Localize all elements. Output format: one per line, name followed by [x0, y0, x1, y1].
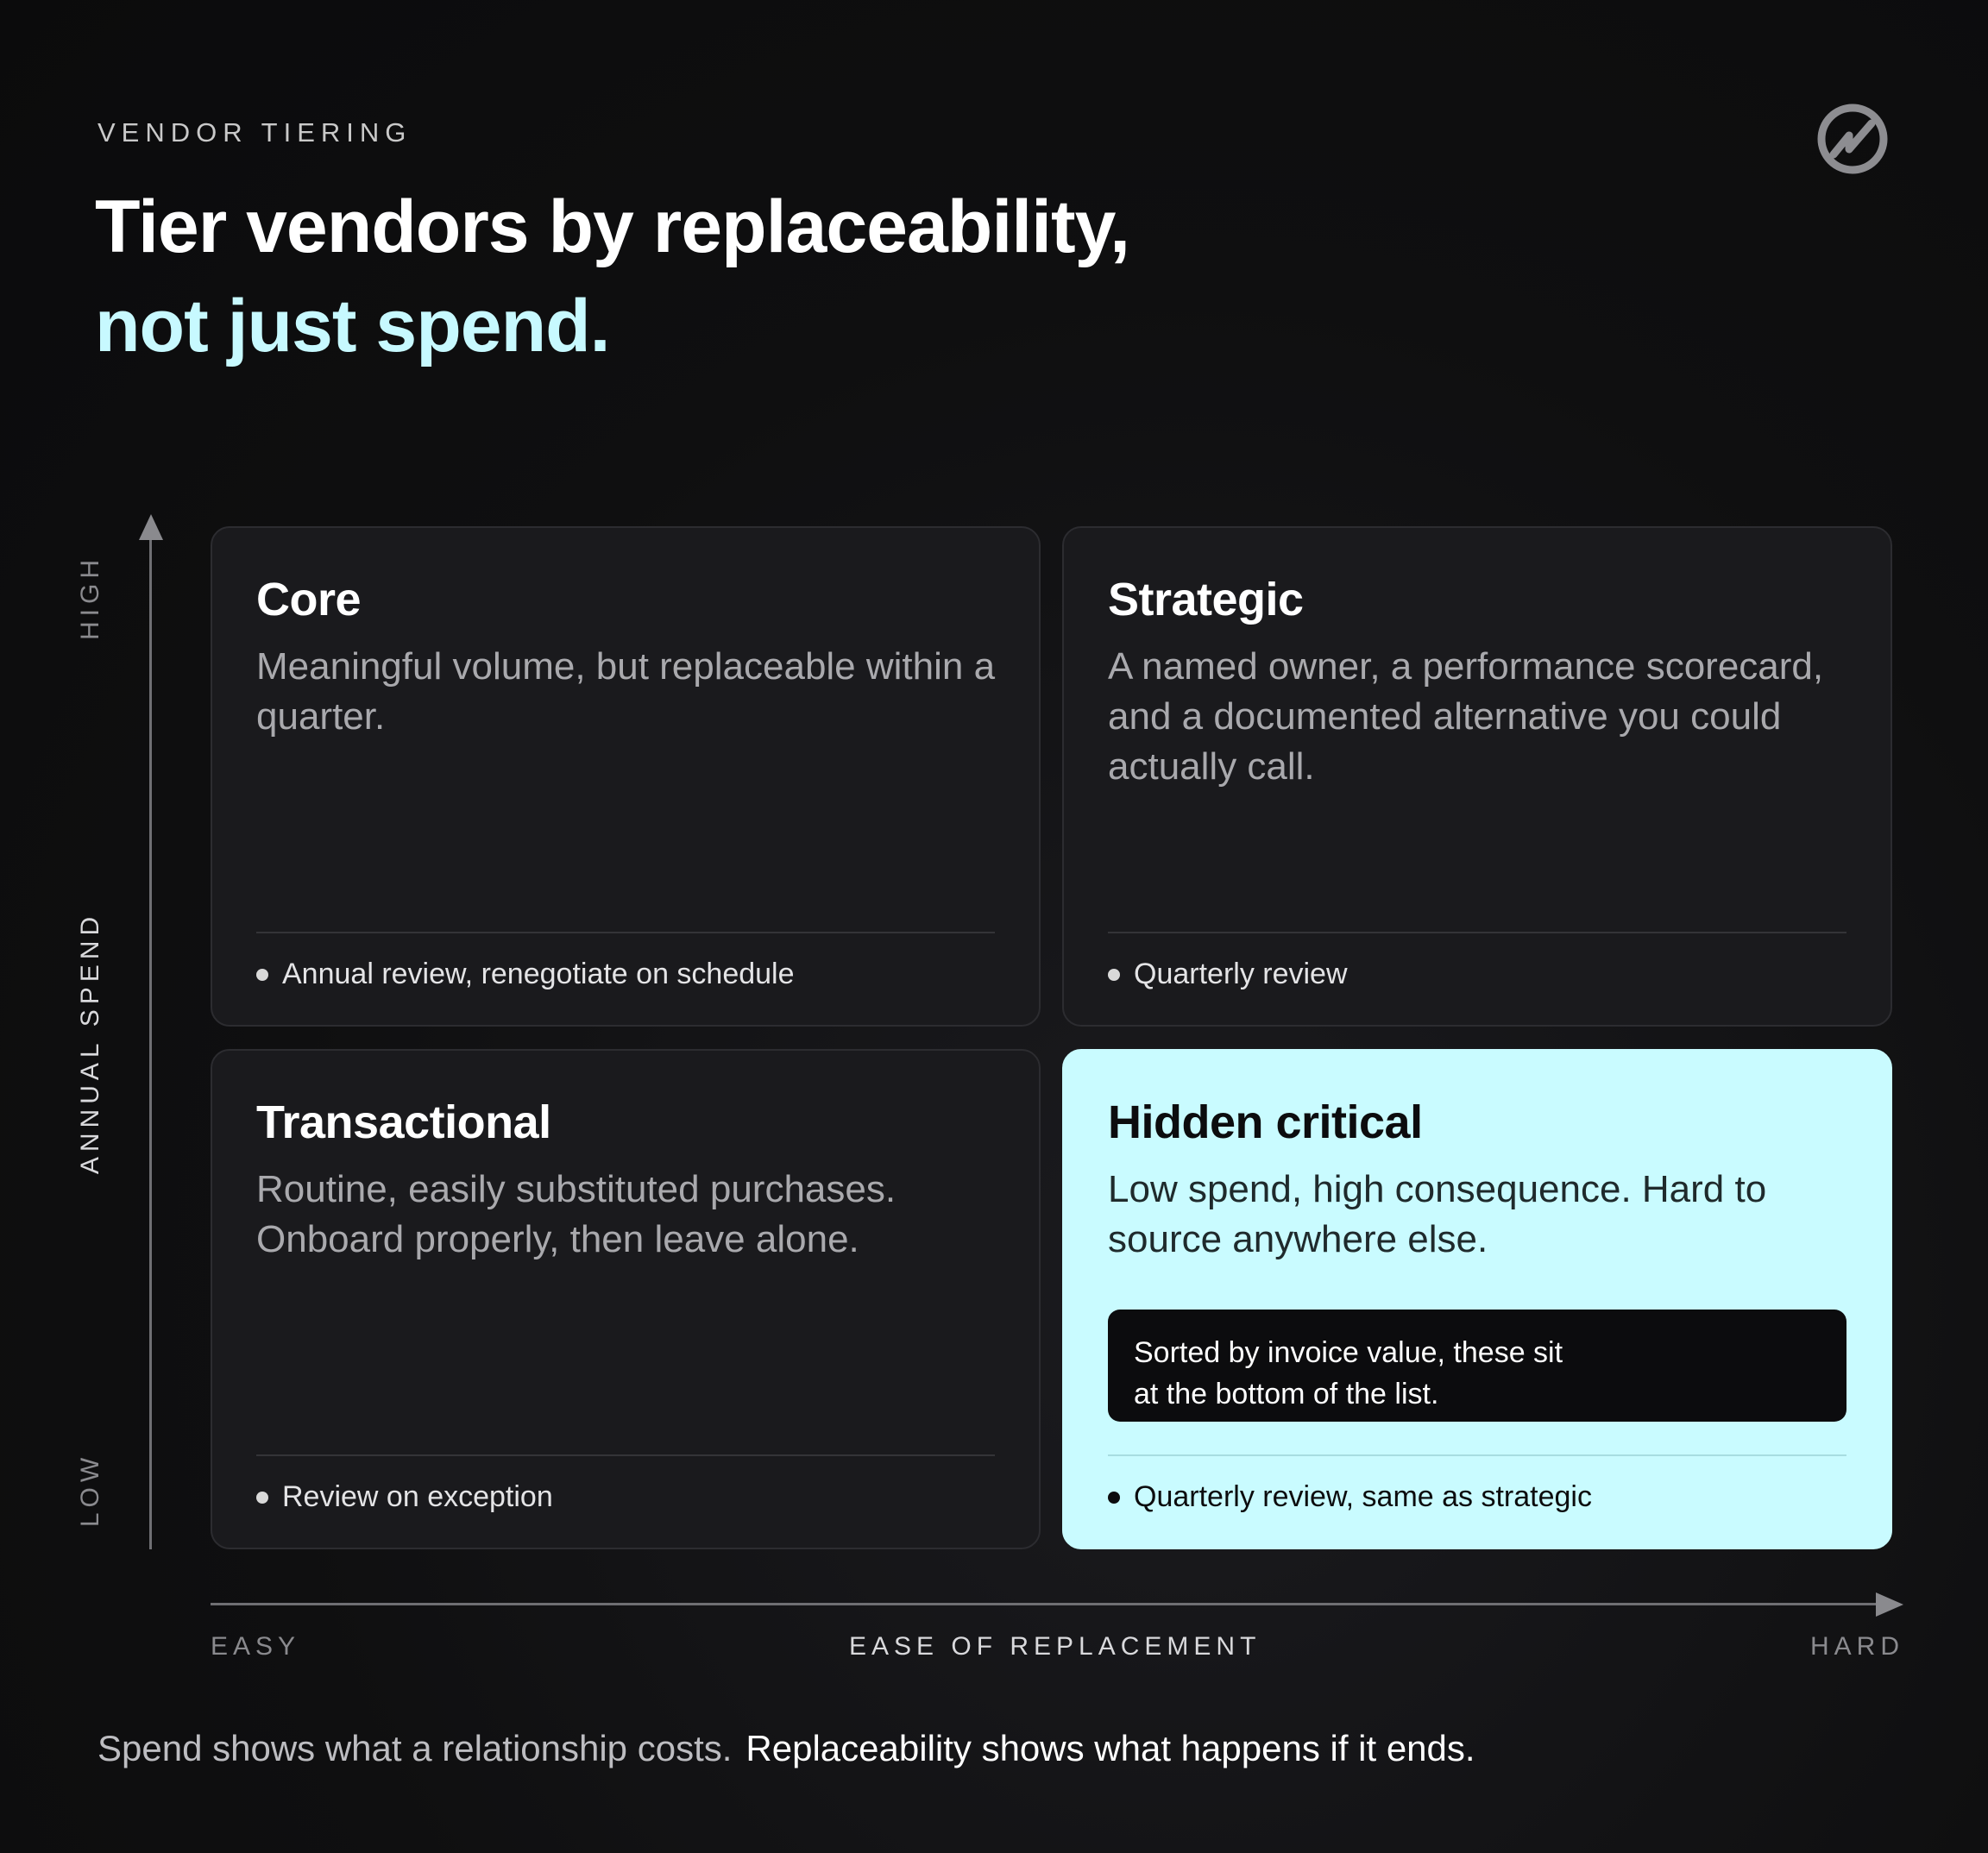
note-text: Quarterly review, same as strategic: [1134, 1480, 1592, 1513]
eyebrow: VENDOR TIERING: [98, 117, 412, 148]
x-axis-hard-label: HARD: [1810, 1632, 1905, 1661]
quadrant-description: Meaningful volume, but replaceable withi…: [256, 645, 996, 738]
divider: [1108, 932, 1846, 933]
quadrant-description: Low spend, high consequence. Hard to sou…: [1108, 1168, 1767, 1260]
divider: [256, 932, 995, 933]
title-line-2: not just spend.: [95, 285, 611, 367]
quadrant-note: Quarterly review, same as strategic: [1108, 1480, 1592, 1514]
quadrant-title: Core: [256, 574, 362, 625]
bullet-icon: [1108, 968, 1120, 981]
footer-part-1: Spend shows what a relationship costs.: [98, 1728, 733, 1768]
note-text: Review on exception: [282, 1480, 553, 1513]
quadrant-note: Review on exception: [256, 1480, 553, 1514]
footer-summary: Spend shows what a relationship costs. Re…: [98, 1728, 1475, 1769]
y-axis-low-label: LOW: [76, 1452, 104, 1528]
quadrant-note: Quarterly review: [1108, 958, 1348, 991]
brand-logo-icon: [1817, 104, 1888, 174]
callout-line-2: at the bottom of the list.: [1134, 1378, 1439, 1410]
note-text: Annual review, renegotiate on schedule: [282, 958, 795, 990]
quadrant-title: Hidden critical: [1108, 1096, 1423, 1148]
quadrant-note: Annual review, renegotiate on schedule: [256, 958, 795, 991]
divider: [1108, 1454, 1846, 1456]
bullet-icon: [256, 968, 268, 981]
quadrant-hidden-critical: Hidden critical Low spend, high conseque…: [1062, 1049, 1892, 1549]
bullet-icon: [256, 1491, 268, 1504]
x-axis-easy-label: EASY: [211, 1632, 301, 1661]
footer-part-2: Replaceability shows what happens if it …: [746, 1728, 1475, 1768]
quadrant-transactional: Transactional Routine, easily substitute…: [211, 1049, 1041, 1549]
quadrant-description: A named owner, a performance scorecard, …: [1108, 645, 1824, 788]
quadrant-strategic: Strategic A named owner, a performance s…: [1062, 526, 1892, 1027]
x-axis-title: EASE OF REPLACEMENT: [849, 1632, 1261, 1661]
callout-line-1: Sorted by invoice value, these sit: [1134, 1336, 1563, 1369]
x-axis-line: [211, 1603, 1881, 1605]
quadrant-description: Routine, easily substituted purchases. O…: [256, 1168, 896, 1260]
title-line-1: Tier vendors by replaceability,: [95, 185, 1130, 268]
quadrant-core: Core Meaningful volume, but replaceable …: [211, 526, 1041, 1027]
y-axis-title: ANNUAL SPEND: [76, 911, 104, 1175]
page-title: Tier vendors by replaceability, not just…: [95, 178, 1130, 376]
y-axis-line: [149, 535, 152, 1549]
y-axis-high-label: HIGH: [76, 555, 104, 640]
note-text: Quarterly review: [1134, 958, 1348, 990]
quadrant-title: Transactional: [256, 1096, 551, 1148]
x-axis-arrow-icon: [1876, 1592, 1903, 1617]
divider: [256, 1454, 995, 1456]
callout-box: Sorted by invoice value, these sit at th…: [1108, 1310, 1846, 1422]
bullet-icon: [1108, 1491, 1120, 1504]
y-axis-arrow-icon: [139, 514, 163, 540]
quadrant-title: Strategic: [1108, 574, 1304, 625]
